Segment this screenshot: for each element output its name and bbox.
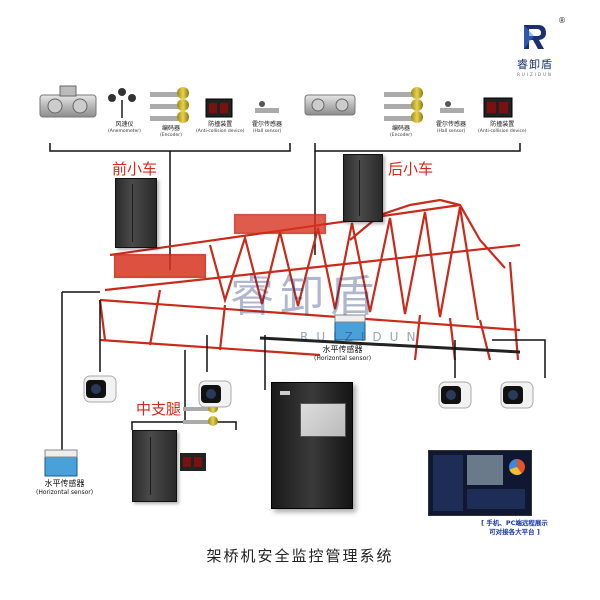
level-sensor-center-label: 水平传感器(Horizontal sensor) (314, 345, 372, 362)
camera-icon (438, 381, 472, 409)
mid-leg-sensor-images (180, 403, 218, 471)
rear-sensor-images (304, 87, 513, 123)
diagram-caption: 架桥机安全监控管理系统 (206, 547, 394, 565)
track-rail (259, 336, 521, 354)
front-trolley-label: 前小车 (112, 160, 158, 178)
brand-logo: ® 睿卸盾 RUIZIDUN (500, 16, 570, 77)
camera-icon (198, 380, 232, 408)
middle-leg-cabinet (132, 430, 177, 502)
brand-mark-icon (524, 25, 546, 49)
registered-mark: ® (558, 16, 566, 25)
sensor-label: 风速仪(Anemometer) (108, 121, 141, 134)
front-sensor-bracket (49, 143, 291, 270)
sensor-label: 霍尔传感器(Hall sensor) (252, 121, 283, 134)
rear-trolley-cabinet (343, 154, 383, 222)
sensor-label: 编码器(Encoder) (160, 125, 182, 138)
watermark-cn: 睿卸盾 (230, 271, 380, 322)
brand-name: 睿卸盾 (517, 58, 553, 71)
watermark-en: RUIZIDUN (300, 330, 424, 344)
rear-trolley-label: 后小车 (388, 160, 434, 178)
crane-structure (98, 198, 521, 361)
middle-leg-label: 中支腿 (136, 400, 182, 418)
main-control-cabinet (271, 382, 353, 509)
sensor-label: 编码器(Encoder) (390, 125, 412, 138)
sensor-label: 防撞装置(Anti-collision device) (478, 121, 527, 134)
level-sensor-center-image (334, 314, 366, 341)
front-sensor-images (39, 85, 279, 123)
brand-subtitle: RUIZIDUN (517, 72, 553, 77)
front-trolley-cabinet (115, 178, 157, 248)
camera-icon (500, 381, 534, 409)
sensor-label: 防撞装置(Anti-collision device) (196, 121, 245, 134)
cabinet-screen (300, 403, 346, 437)
level-sensor-left-label: 水平传感器(Horizontal sensor) (36, 479, 94, 496)
cabinet-logo-plate (280, 391, 290, 395)
platform-label: [ 手机、PC端远程展示 可对接各大平台 ] (481, 519, 548, 536)
camera-icon (83, 375, 117, 403)
level-sensor-left-image (44, 449, 78, 477)
platform-dashboard-image (428, 450, 532, 516)
sensor-label: 霍尔传感器(Hall sensor) (436, 121, 467, 134)
